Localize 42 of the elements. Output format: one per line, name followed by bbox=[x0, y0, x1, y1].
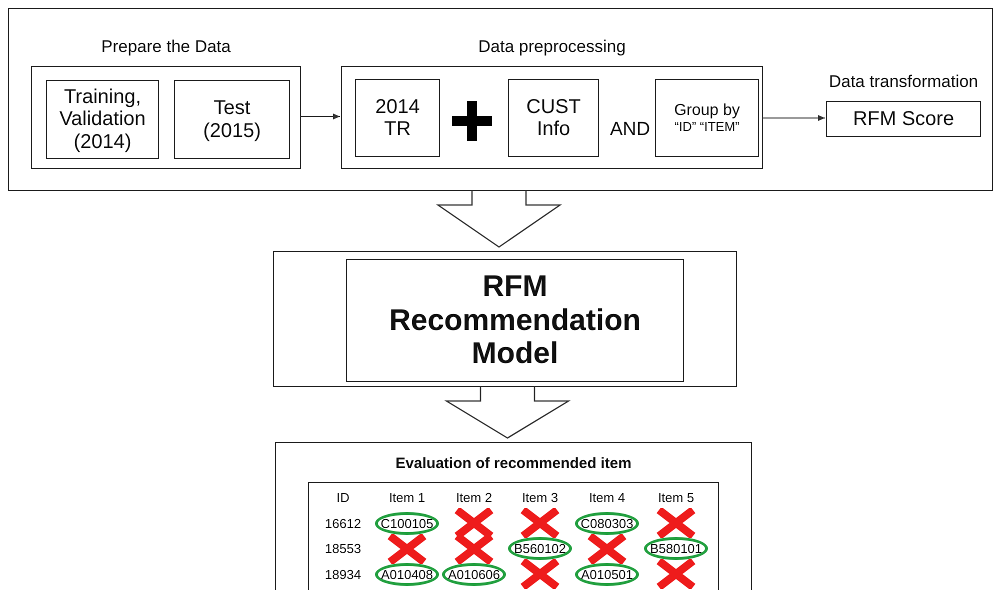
group-heading: Data transformation bbox=[828, 72, 980, 92]
empty-box bbox=[8, 8, 993, 191]
circled-item-code: A010606 bbox=[442, 562, 506, 586]
process-box bbox=[346, 259, 684, 382]
customer-id: 16612 bbox=[324, 516, 362, 531]
empty-box bbox=[273, 251, 737, 387]
process-box bbox=[275, 442, 752, 590]
node-text: RFM Score bbox=[852, 108, 954, 130]
circled-item-code: C080303 bbox=[574, 512, 640, 535]
node-text: RFM Recommendation Model bbox=[388, 270, 642, 371]
circled-item-code: B580101 bbox=[644, 537, 708, 560]
process-box bbox=[508, 79, 599, 157]
circled-item-code: C100105 bbox=[374, 512, 440, 535]
process-box bbox=[174, 80, 290, 159]
process-box bbox=[46, 80, 159, 159]
column-header: Item 5 bbox=[658, 490, 694, 506]
group-heading: Data preprocessing bbox=[477, 37, 627, 57]
arrow bbox=[300, 114, 340, 120]
node-text: 2014 TR bbox=[374, 96, 421, 140]
column-header: Item 3 bbox=[522, 490, 558, 506]
node-text: “ID” “ITEM” bbox=[674, 120, 740, 134]
group-heading: Prepare the Data bbox=[100, 37, 232, 57]
column-header: Item 1 bbox=[388, 490, 426, 506]
block-arrow bbox=[436, 190, 562, 248]
process-box bbox=[655, 79, 759, 157]
process-box bbox=[355, 79, 440, 157]
circled-item-code: A010408 bbox=[374, 562, 440, 586]
column-header: ID bbox=[336, 490, 350, 506]
customer-id: 18553 bbox=[324, 541, 362, 556]
node-text: Test (2015) bbox=[202, 97, 262, 142]
customer-id: 18934 bbox=[324, 566, 362, 582]
block-arrow bbox=[444, 386, 571, 439]
box-title: Evaluation of recommended item bbox=[396, 455, 632, 472]
column-header: Item 4 bbox=[588, 490, 626, 506]
node-text: CUST Info bbox=[525, 96, 582, 140]
circled-item-code: B560102 bbox=[508, 537, 572, 560]
node-text: Training, Validation (2014) bbox=[58, 86, 147, 154]
circled-item-code: A010501 bbox=[574, 562, 640, 586]
arrow bbox=[762, 115, 826, 121]
and-text: AND bbox=[610, 119, 650, 141]
node-text: Group by bbox=[674, 102, 740, 120]
column-header: Item 2 bbox=[456, 490, 492, 506]
